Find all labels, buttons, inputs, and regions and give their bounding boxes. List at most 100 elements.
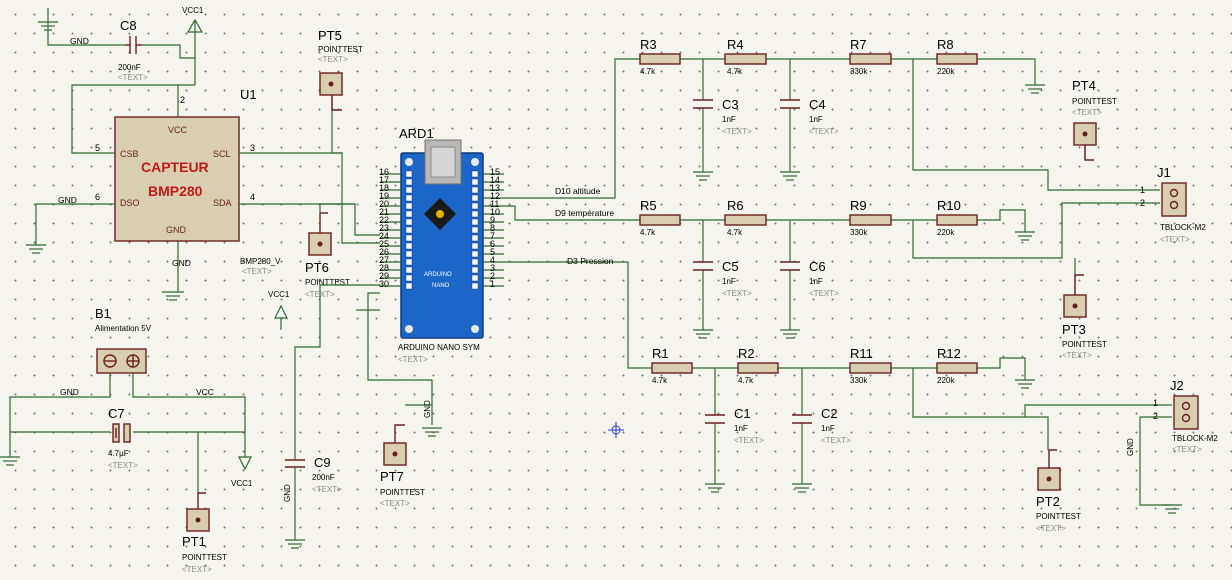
- u1-pin2-num: 2: [180, 95, 185, 105]
- pt3-testpoint[interactable]: [1063, 274, 1087, 318]
- r6-resistor[interactable]: [724, 214, 767, 226]
- ard-pin-14: 14: [490, 175, 500, 185]
- r9-resistor[interactable]: [849, 214, 892, 226]
- ard-pin-28: 28: [379, 263, 389, 273]
- bmp280-v-label: BMP280_V: [240, 257, 281, 266]
- r2-resistor[interactable]: [737, 362, 779, 374]
- c5-value: 1nF: [722, 277, 736, 286]
- pt2-text: <TEXT>: [1036, 524, 1066, 533]
- ard-pin-13: 13: [490, 183, 500, 193]
- r1-value: 4.7k: [652, 376, 668, 385]
- j1-terminal-block[interactable]: [1161, 182, 1187, 217]
- ard-pin-17: 17: [379, 175, 389, 185]
- ard-pin-21: 21: [379, 207, 389, 217]
- ard-pin-22: 22: [379, 215, 389, 225]
- c1-capacitor[interactable]: [705, 414, 725, 424]
- r2-value: 4.7k: [738, 376, 754, 385]
- c5-capacitor[interactable]: [693, 261, 713, 271]
- pt4-testpoint[interactable]: [1073, 122, 1097, 161]
- origin-crosshair-icon: [608, 422, 624, 438]
- c6-value: 1nF: [809, 277, 823, 286]
- ard-pin-20: 20: [379, 199, 389, 209]
- r3-resistor[interactable]: [639, 53, 681, 65]
- ground-symbol-c4: [780, 171, 800, 181]
- arduino-nano-board[interactable]: [400, 139, 484, 339]
- r8-resistor[interactable]: [936, 53, 978, 65]
- wire-ard-gnd: [367, 292, 433, 425]
- ard-pin-6: 6: [490, 239, 495, 249]
- wire-pt2: [912, 368, 1049, 450]
- r10-value: 220k: [937, 228, 955, 237]
- ground-symbol-c9: [285, 539, 305, 549]
- u1-pin5-num: 5: [95, 143, 100, 153]
- gnd-label-dso: GND: [58, 195, 77, 205]
- j2-pin2: 2: [1153, 411, 1158, 421]
- j2-terminal-block[interactable]: [1173, 395, 1199, 430]
- r9-value: 330k: [850, 228, 868, 237]
- c2-text: <TEXT>: [821, 436, 851, 445]
- pt5-testpoint[interactable]: [319, 72, 343, 111]
- r12-resistor[interactable]: [936, 362, 978, 374]
- wire-c8-vcc: [142, 44, 195, 59]
- ground-symbol-r10: [1015, 231, 1035, 241]
- wire-j1-pin2: [912, 202, 1160, 259]
- r4-resistor[interactable]: [724, 53, 767, 65]
- r7-resistor[interactable]: [849, 53, 892, 65]
- wire-scl: [239, 152, 380, 244]
- r1-resistor[interactable]: [651, 362, 693, 374]
- pt2-type: POINTTEST: [1036, 512, 1081, 521]
- c8-capacitor[interactable]: [125, 36, 142, 54]
- c2-capacitor[interactable]: [792, 414, 812, 424]
- ard-pin-9: 9: [490, 215, 495, 225]
- pt5-ref: PT5: [318, 28, 342, 43]
- ard-left-pin-stubs: [380, 173, 401, 287]
- wire-d3: [504, 261, 652, 369]
- pt1-text: <TEXT>: [182, 565, 212, 574]
- wire-b1-vcc: [132, 373, 246, 457]
- u1-pin-csb: CSB: [120, 149, 139, 159]
- pt7-testpoint[interactable]: [383, 424, 407, 466]
- c9-capacitor[interactable]: [285, 459, 305, 468]
- pt2-ref: PT2: [1036, 494, 1060, 509]
- r10-resistor[interactable]: [936, 214, 978, 226]
- vcc1-label-top: VCC1: [182, 6, 204, 15]
- wire-c8-gnd: [47, 22, 125, 46]
- c1-text: <TEXT>: [734, 436, 764, 445]
- u1-pin4-num: 4: [250, 192, 255, 202]
- ard-pin-26: 26: [379, 247, 389, 257]
- r11-resistor[interactable]: [849, 362, 892, 374]
- net-d10-altitude: D10 altitude: [555, 186, 601, 196]
- vcc1-power-arrow: [186, 18, 204, 85]
- u1-line1: CAPTEUR: [141, 159, 209, 175]
- pt6-ref: PT6: [305, 260, 329, 275]
- r5-resistor[interactable]: [639, 214, 681, 226]
- ground-symbol-b1: [0, 456, 20, 466]
- r1-ref: R1: [652, 346, 669, 361]
- pt1-testpoint[interactable]: [186, 492, 210, 532]
- vcc1-label-mid: VCC1: [268, 290, 290, 299]
- r9-ref: R9: [850, 198, 867, 213]
- c5-text: <TEXT>: [722, 289, 752, 298]
- ard-pin-4: 4: [490, 255, 495, 265]
- pt2-testpoint[interactable]: [1037, 449, 1061, 491]
- pt4-text: <TEXT>: [1072, 108, 1102, 117]
- c3-capacitor[interactable]: [693, 99, 713, 109]
- ground-symbol-c1: [705, 483, 725, 493]
- r7-value: 330k: [850, 67, 868, 76]
- pt6-testpoint[interactable]: [308, 212, 332, 256]
- ard-pin-18: 18: [379, 183, 389, 193]
- j1-ref: J1: [1157, 165, 1171, 180]
- ground-symbol-r8: [1025, 84, 1045, 94]
- j2-name: TBLOCK-M2: [1172, 434, 1218, 443]
- c4-capacitor[interactable]: [780, 99, 800, 109]
- u1-sensor-chip[interactable]: [114, 116, 240, 242]
- u1-line2: BMP280: [148, 183, 203, 199]
- u1-pin6-num: 6: [95, 192, 100, 202]
- ard1-ref: ARD1: [399, 126, 434, 141]
- c7-value: 4.7µF: [108, 449, 129, 458]
- b1-power-connector[interactable]: [96, 348, 147, 374]
- c2-ref: C2: [821, 406, 838, 421]
- c6-capacitor[interactable]: [780, 261, 800, 271]
- c7-capacitor[interactable]: [112, 423, 131, 443]
